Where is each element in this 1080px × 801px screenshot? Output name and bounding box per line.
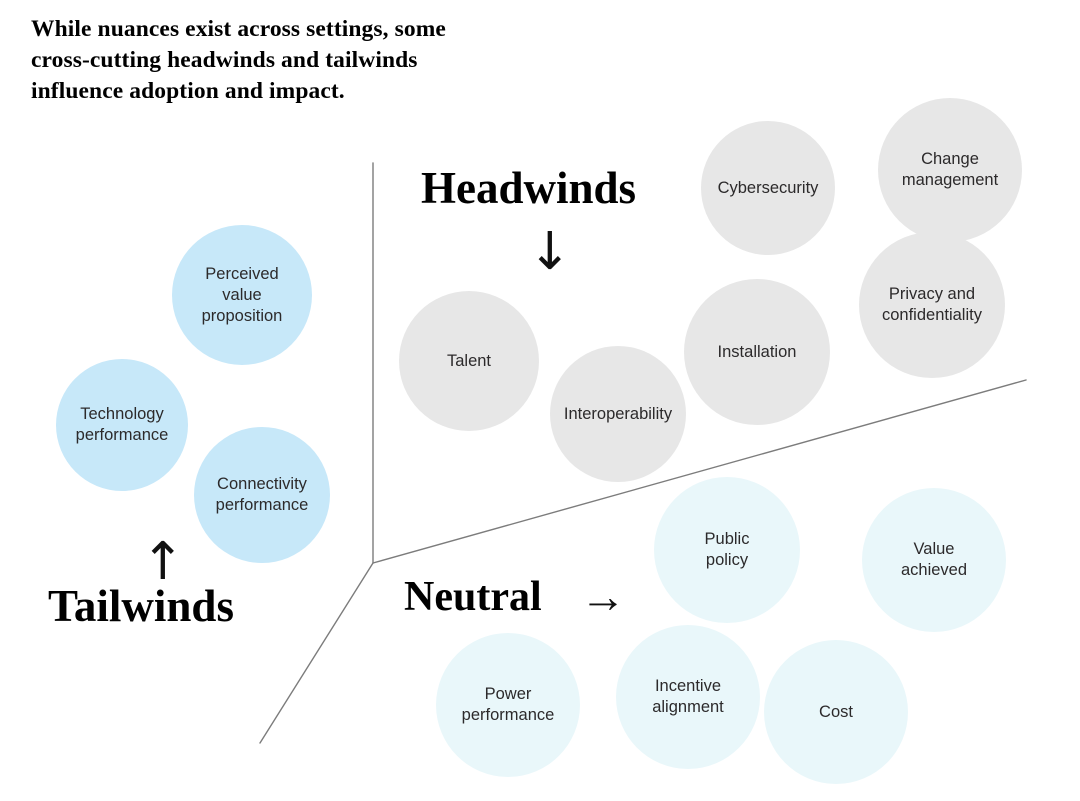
bubble-label: Power performance	[461, 685, 555, 724]
bubble-label: Cost	[819, 702, 853, 721]
bubble-interoperability[interactable]: Interoperability	[550, 346, 686, 482]
bubble-connectivity-performance[interactable]: Connectivity performance	[194, 427, 330, 563]
bubble-label: Privacy and confidentiality	[882, 285, 982, 324]
axis-label-tailwinds: Tailwinds	[48, 581, 234, 631]
arrow-down-icon: ↓	[528, 222, 572, 282]
bubble-cost[interactable]: Cost	[764, 640, 908, 784]
bubble-talent[interactable]: Talent	[399, 291, 539, 431]
bubble-value-achieved[interactable]: Value achieved	[862, 488, 1006, 632]
bubble-label: Talent	[446, 351, 492, 370]
bubble-label: Interoperability	[563, 404, 673, 423]
bubble-label: Perceived value proposition	[201, 264, 283, 325]
bubble-label: Technology performance	[75, 405, 169, 444]
bubble-label: Cybersecurity	[717, 178, 819, 197]
bubble-installation[interactable]: Installation	[684, 279, 830, 425]
bubble-label: Value achieved	[900, 540, 968, 579]
bubble-change-management[interactable]: Change management	[878, 98, 1022, 242]
bubble-technology-performance[interactable]: Technology performance	[56, 359, 188, 491]
bubble-public-policy[interactable]: Public policy	[654, 477, 800, 623]
arrow-right-icon: →	[580, 571, 626, 622]
bubble-label: Installation	[717, 342, 797, 361]
arrow-up-icon: ↑	[141, 532, 185, 592]
bubble-privacy-and-confidentiality[interactable]: Privacy and confidentiality	[859, 232, 1005, 378]
bubble-incentive-alignment[interactable]: Incentive alignment	[616, 625, 760, 769]
bubble-power-performance[interactable]: Power performance	[436, 633, 580, 777]
axis-label-neutral: Neutral	[404, 574, 542, 620]
page-title: While nuances exist across settings, som…	[31, 16, 446, 104]
axis-label-headwinds: Headwinds	[421, 163, 637, 213]
divider-line-lower-left	[259, 562, 374, 744]
bubble-label: Connectivity performance	[215, 475, 309, 514]
bubble-label: Public policy	[704, 530, 750, 569]
bubble-cybersecurity[interactable]: Cybersecurity	[701, 121, 835, 255]
bubble-perceived-value-proposition[interactable]: Perceived value proposition	[172, 225, 312, 365]
bubble-label: Change management	[901, 150, 999, 189]
bubble-label: Incentive alignment	[652, 677, 724, 716]
